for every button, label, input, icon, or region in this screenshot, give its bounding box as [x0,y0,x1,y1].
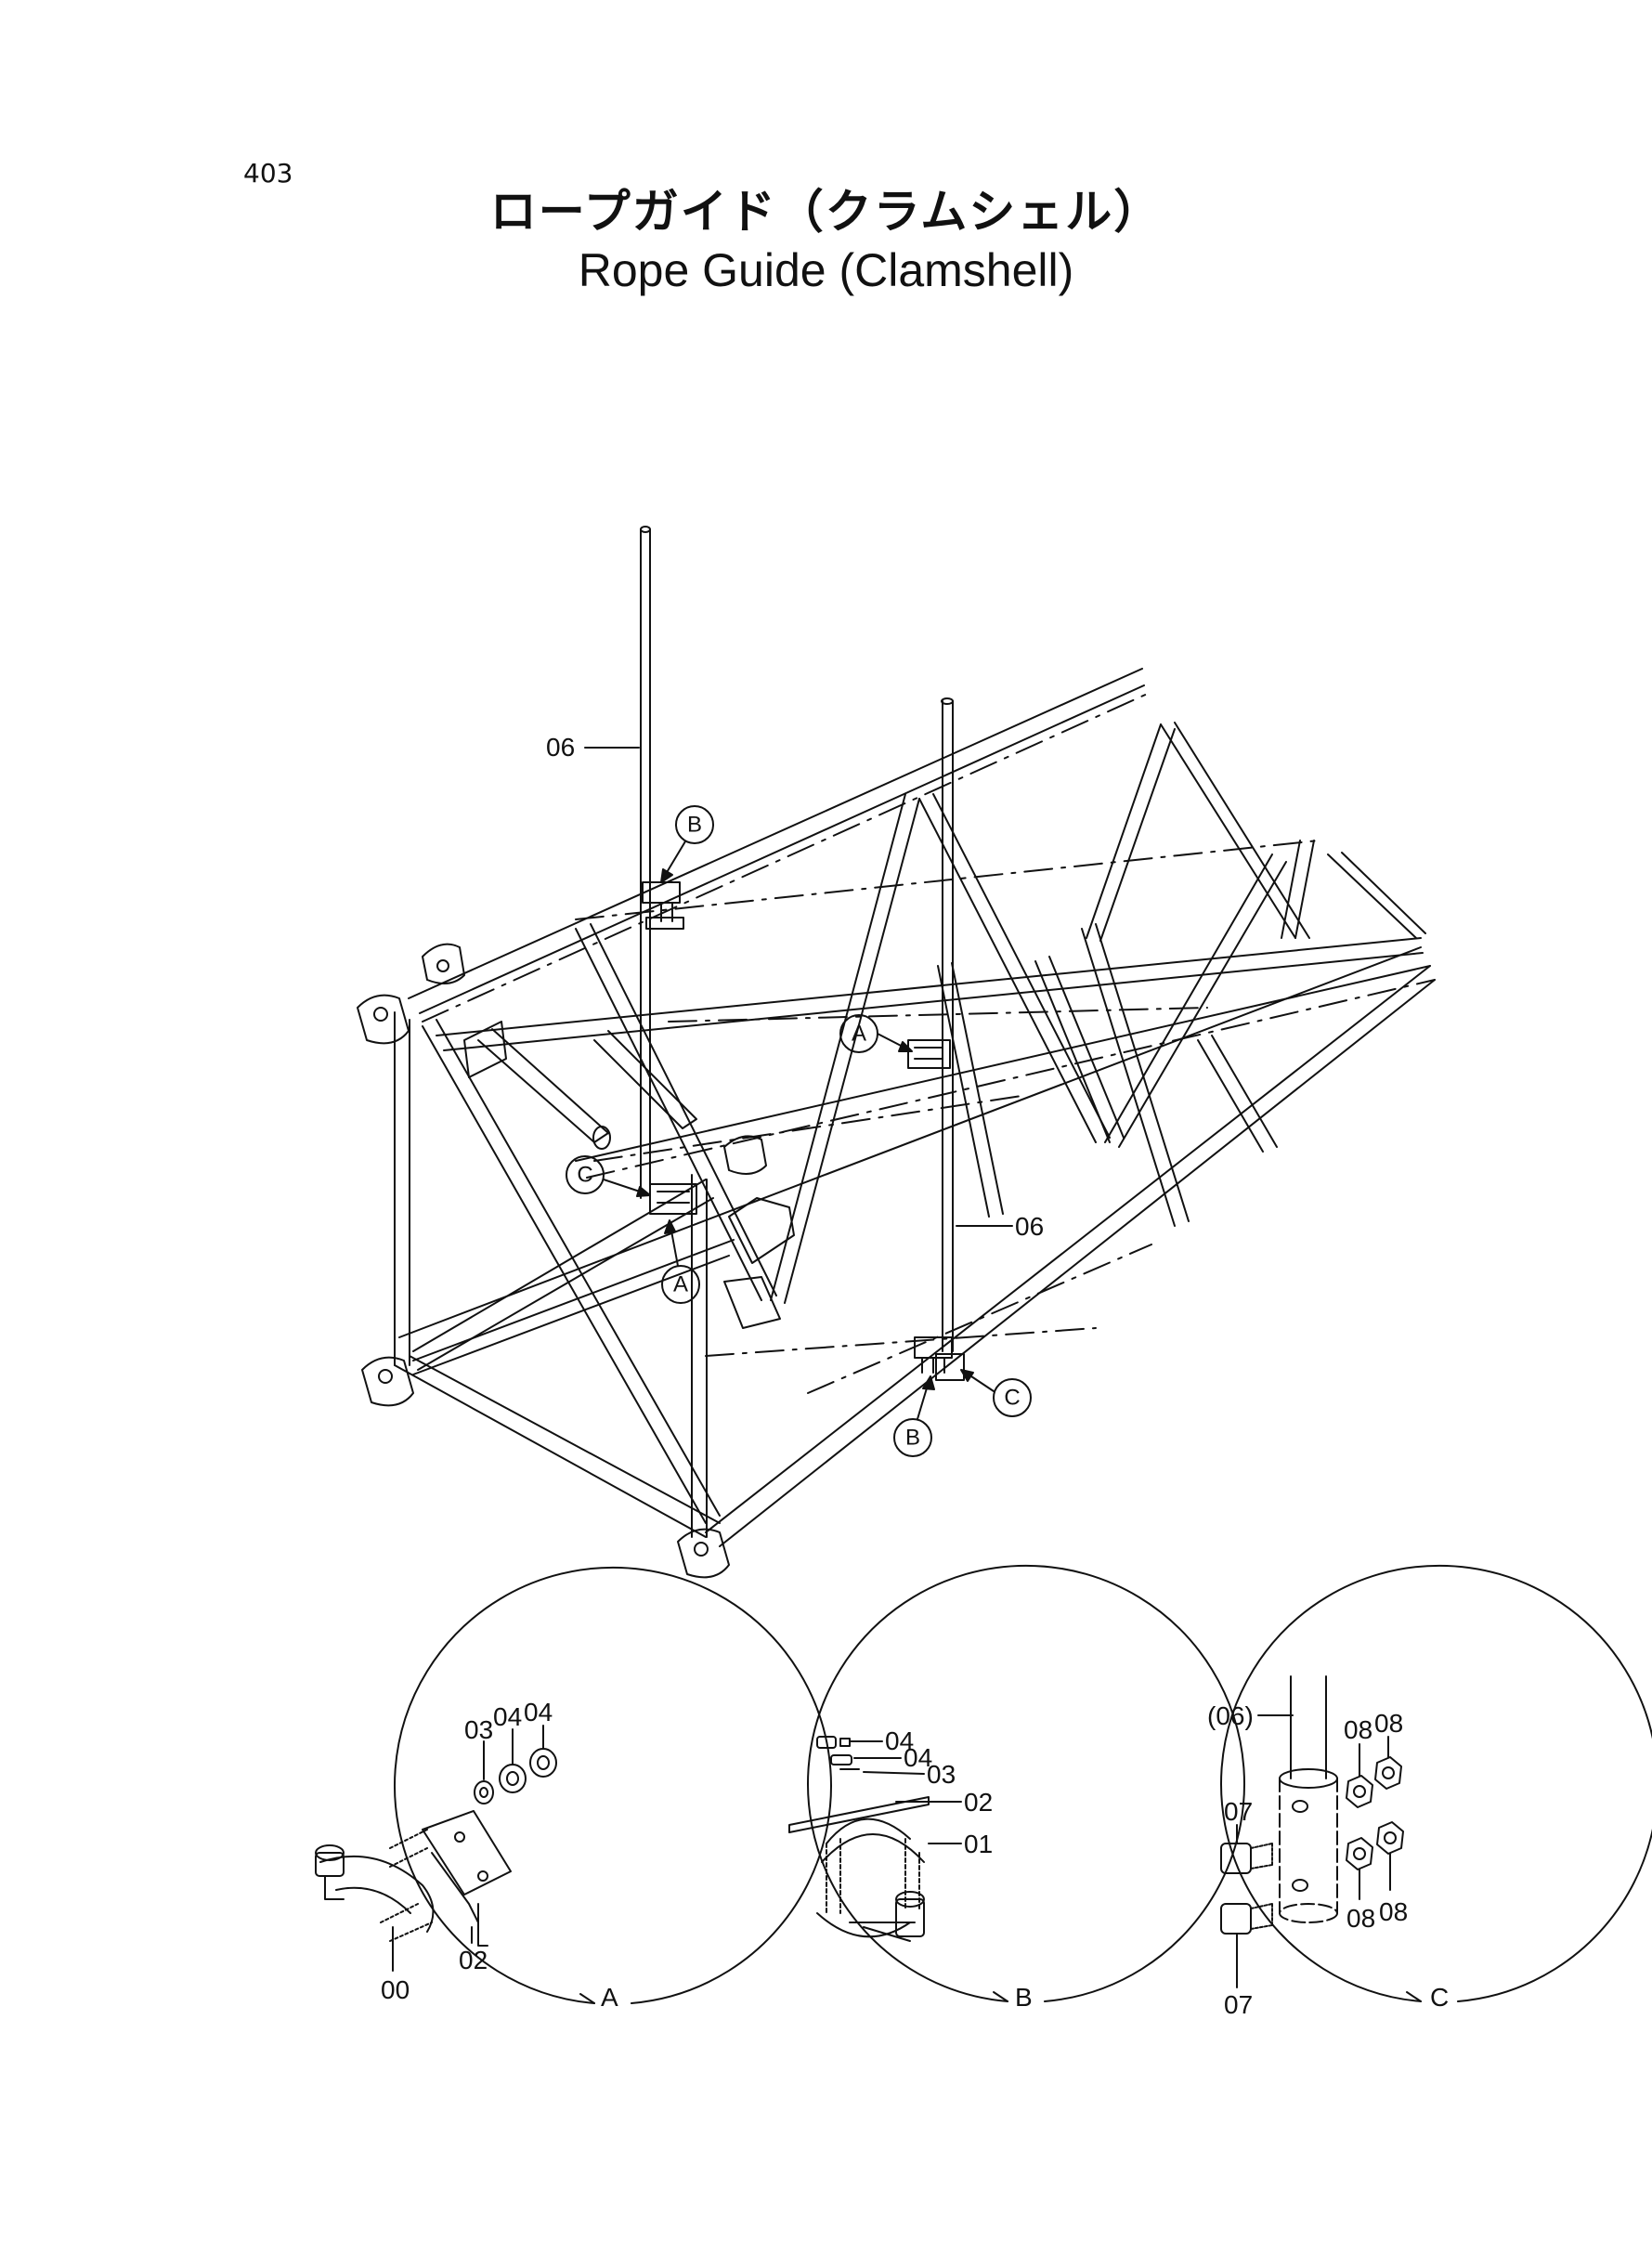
callout-b-low-circle [893,1418,932,1457]
detail-b-view [788,1564,1245,2002]
detail-a-view [315,1566,832,2004]
detail-c-view-letter: C [1430,1983,1449,2012]
callout-b-low-head [922,1375,935,1390]
callout-b-top-letter: B [687,813,702,838]
callout-a-mid-head [898,1041,913,1052]
detail-b-label-02: 02 [964,1788,993,1817]
callout-a-low-letter: A [673,1272,688,1297]
detail-b-label-03: 03 [927,1760,956,1789]
detail-c-label-08d: 08 [1379,1897,1408,1926]
clamp-c-lower [649,1183,697,1215]
detail-c-label-08a: 08 [1344,1715,1372,1744]
callout-c-right-letter: C [1004,1386,1020,1411]
detail-a-label-00: 00 [381,1975,410,2004]
label-rod-left: 06 [546,733,575,762]
callout-c-left-circle [566,1155,605,1194]
page-number: 403 [243,158,293,189]
detail-b-label-04a: 04 [885,1726,914,1755]
clamp-b-upper [642,881,684,930]
detail-c-label-07b: 07 [1224,1990,1253,2019]
detail-a-label-04b: 04 [524,1698,553,1726]
detail-a-label-03: 03 [464,1715,493,1744]
callout-c-right-head [960,1369,974,1382]
detail-b-label-04b: 04 [904,1743,932,1772]
detail-a-label-04a: 04 [493,1702,522,1731]
callout-a-low-head [664,1219,676,1234]
detail-c-label-07a: 07 [1224,1797,1253,1826]
callout-a-low-circle [661,1265,700,1304]
detail-b-label-01: 01 [964,1830,993,1858]
clamp-a-mid [907,1039,951,1069]
title-japanese: ロープガイド（クラムシェル） [489,185,1163,239]
title-english: Rope Guide (Clamshell) [578,244,1074,296]
callout-b-top-circle [675,805,714,844]
detail-c-view [1220,1564,1652,2002]
callout-c-right-circle [993,1378,1032,1417]
detail-c-label-06: (06) [1207,1701,1254,1730]
label-rod-right: 06 [1015,1212,1044,1241]
callout-c-left-letter: C [577,1163,592,1188]
detail-c-label-08c: 08 [1346,1904,1375,1933]
callout-a-mid-letter: A [852,1022,866,1047]
boom-truss-illustration [357,526,1436,1579]
callout-c-left-head [636,1186,651,1197]
detail-a-view-letter: A [601,1983,618,2012]
callout-b-top-head [660,868,673,883]
detail-c-label-08b: 08 [1374,1709,1403,1738]
clamp-bc-right [914,1336,965,1381]
detail-a-label-02: 02 [459,1946,488,1974]
detail-b-view-letter: B [1015,1983,1033,2012]
callout-b-low-letter: B [905,1426,920,1451]
